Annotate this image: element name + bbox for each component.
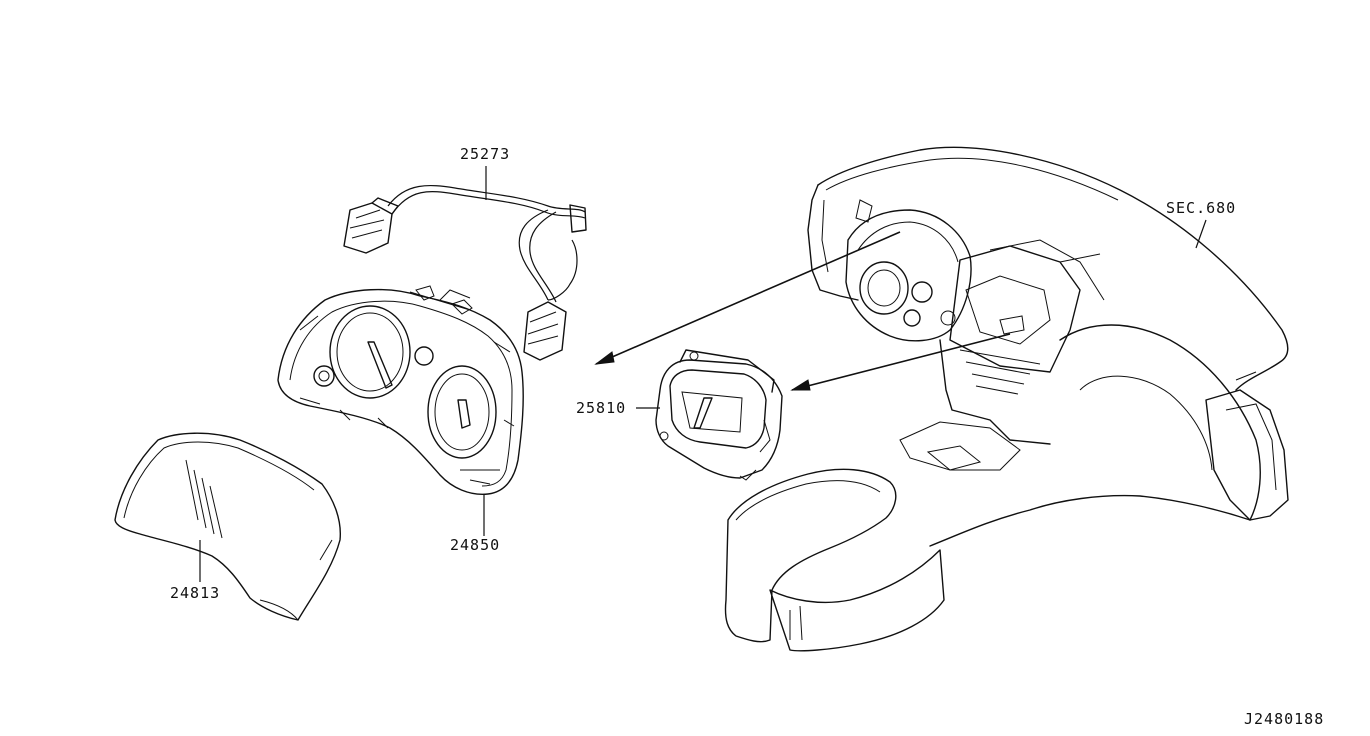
leader-sec680 [1195, 219, 1207, 249]
instrument-panel-sec680 [724, 146, 1289, 652]
label-24850: 24850 [450, 536, 501, 554]
callout-arrows [594, 231, 1011, 391]
leader-lines [199, 166, 1207, 582]
meter-cover-24813 [114, 432, 341, 621]
label-24813: 24813 [170, 584, 221, 602]
harness-25273 [343, 184, 587, 361]
display-unit-25810 [655, 349, 783, 481]
combination-meter-24850 [277, 285, 524, 495]
label-25273: 25273 [460, 145, 511, 163]
figure-code: J2480188 [1244, 710, 1325, 728]
label-sec680: SEC.680 [1166, 199, 1237, 217]
label-25810: 25810 [576, 399, 627, 417]
arrow-to-meter [595, 231, 901, 365]
arrow-to-display-unit [791, 333, 1011, 391]
